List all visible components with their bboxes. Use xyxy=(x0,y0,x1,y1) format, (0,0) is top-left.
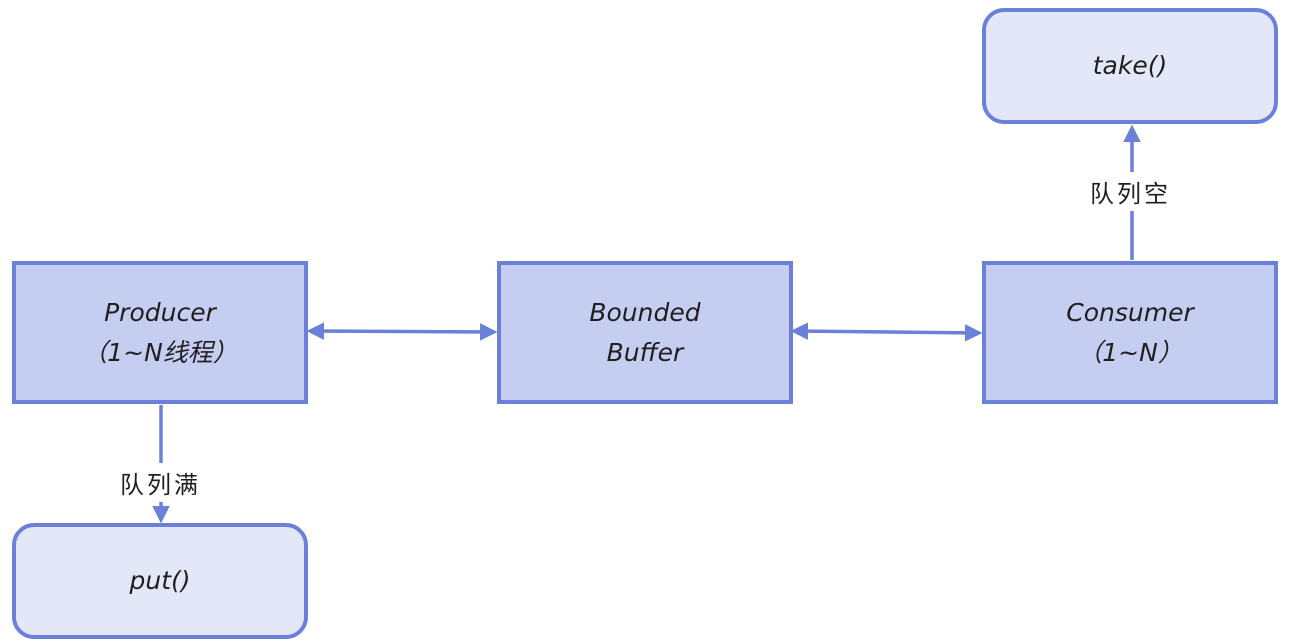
producer-buffer-connector xyxy=(306,322,498,341)
buffer-consumer-connector xyxy=(790,322,983,342)
take-node: take() xyxy=(982,8,1278,124)
consumer-subtitle: （1~N） xyxy=(1077,337,1183,367)
buffer-subtitle: Buffer xyxy=(606,337,684,367)
consumer-title: Consumer xyxy=(1066,297,1194,327)
consumer-node: Consumer （1~N） xyxy=(982,261,1278,404)
producer-subtitle: （1~N线程） xyxy=(82,337,238,367)
put-node: put() xyxy=(12,523,308,639)
queue-full-label: 队列满 xyxy=(116,463,205,502)
producer-title: Producer xyxy=(104,297,216,327)
producer-node: Producer （1~N线程） xyxy=(12,261,308,404)
take-label: take() xyxy=(1092,51,1168,80)
put-label: put() xyxy=(129,566,191,595)
bounded-buffer-node: Bounded Buffer xyxy=(497,261,793,404)
queue-empty-label: 队列空 xyxy=(1086,172,1175,211)
buffer-title: Bounded xyxy=(589,297,701,327)
